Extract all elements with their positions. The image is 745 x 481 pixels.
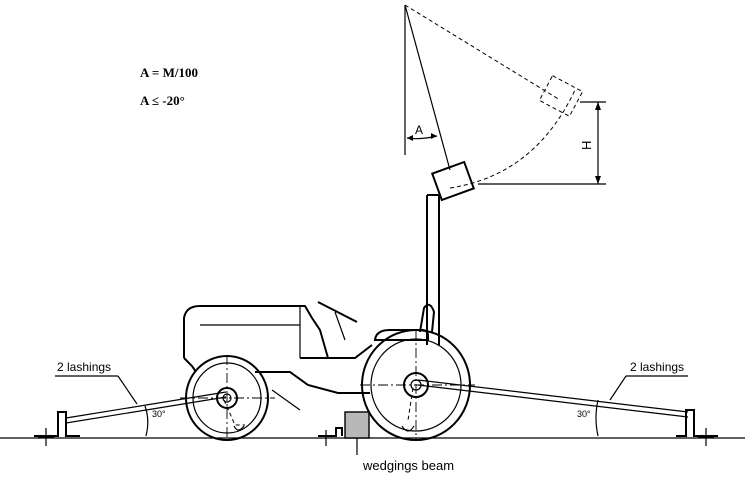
lashings-left-label: 2 lashings bbox=[57, 360, 111, 374]
wedging-beam bbox=[344, 411, 370, 455]
svg-text:30°: 30° bbox=[577, 409, 591, 419]
anchor-front bbox=[318, 427, 343, 446]
formula-mass: A = M/100 bbox=[140, 65, 198, 80]
lashings-right-label: 2 lashings bbox=[630, 360, 684, 374]
svg-text:30°: 30° bbox=[152, 409, 166, 419]
wedging-label: wedgings beam bbox=[362, 458, 454, 473]
lashing-angle-left: 30° bbox=[144, 405, 166, 437]
anchor-left bbox=[34, 411, 80, 446]
pendulum-geometry bbox=[404, 4, 606, 189]
rops-frame bbox=[426, 194, 440, 345]
lashing-right bbox=[417, 379, 689, 418]
angle-a-label: A bbox=[415, 123, 423, 137]
rear-wheel bbox=[360, 329, 475, 441]
lashing-angle-right: 30° bbox=[577, 399, 599, 437]
impact-block-raised bbox=[538, 74, 584, 118]
impact-block bbox=[430, 160, 476, 202]
formula-angle: A ≤ -20° bbox=[140, 93, 185, 108]
anchor-right bbox=[676, 409, 718, 446]
height-h-label: H bbox=[579, 141, 594, 150]
tractor-body bbox=[183, 301, 436, 411]
leader-lines bbox=[55, 375, 688, 405]
